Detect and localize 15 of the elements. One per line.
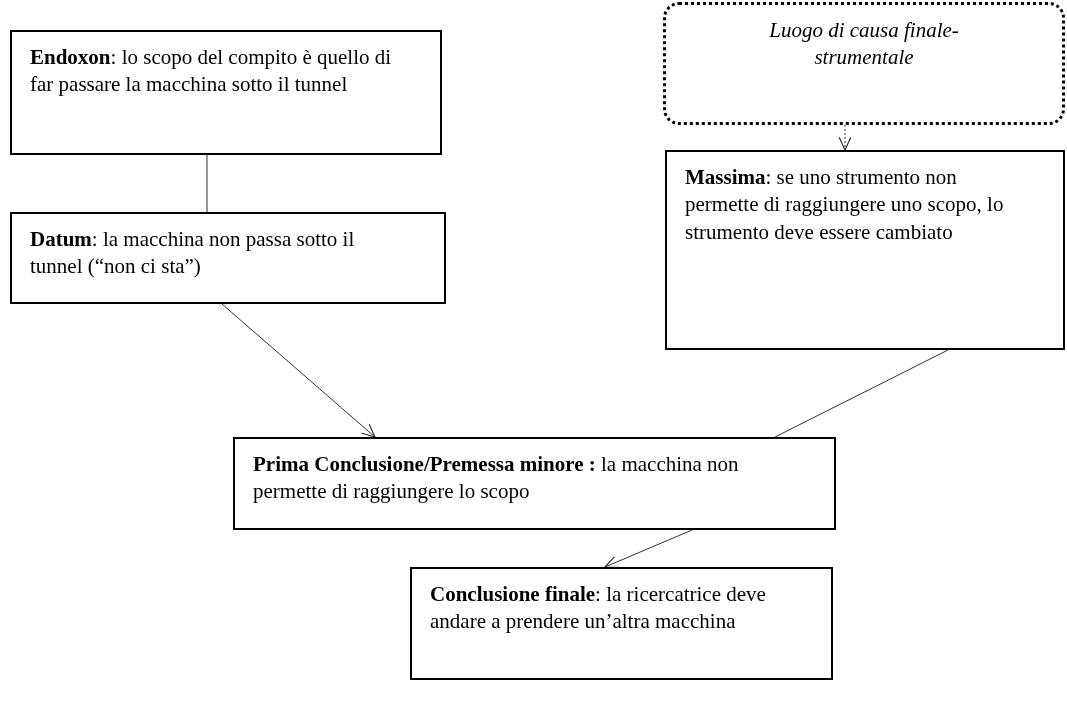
text-box — [10, 212, 446, 304]
box-text: Endoxon: lo scopo del compito è quello di far passare la macchina sotto il tunnel — [30, 45, 392, 97]
text-box — [233, 437, 836, 530]
arrow — [604, 529, 693, 568]
arrow — [221, 303, 376, 438]
text-box — [663, 2, 1065, 125]
box-text: Conclusione finale: la ricercatrice deve andare a prendere un’altra macchina — [430, 582, 766, 634]
text-box — [10, 30, 442, 155]
box-text: Massima: se uno strumento non permette di raggiungere uno scopo, lo strumento deve essere cambiato — [685, 165, 1004, 244]
box-text: Prima Conclusione/Premessa minore : la macchina non permette di raggiungere lo scopo — [253, 452, 739, 504]
box-text: Luogo di causa finale-strumentale — [769, 18, 959, 70]
box-text: Datum: la macchina non passa sotto il tunnel (“non ci sta”) — [30, 227, 355, 279]
text-box — [665, 150, 1065, 350]
text-box — [410, 567, 833, 680]
arrow — [838, 124, 852, 151]
